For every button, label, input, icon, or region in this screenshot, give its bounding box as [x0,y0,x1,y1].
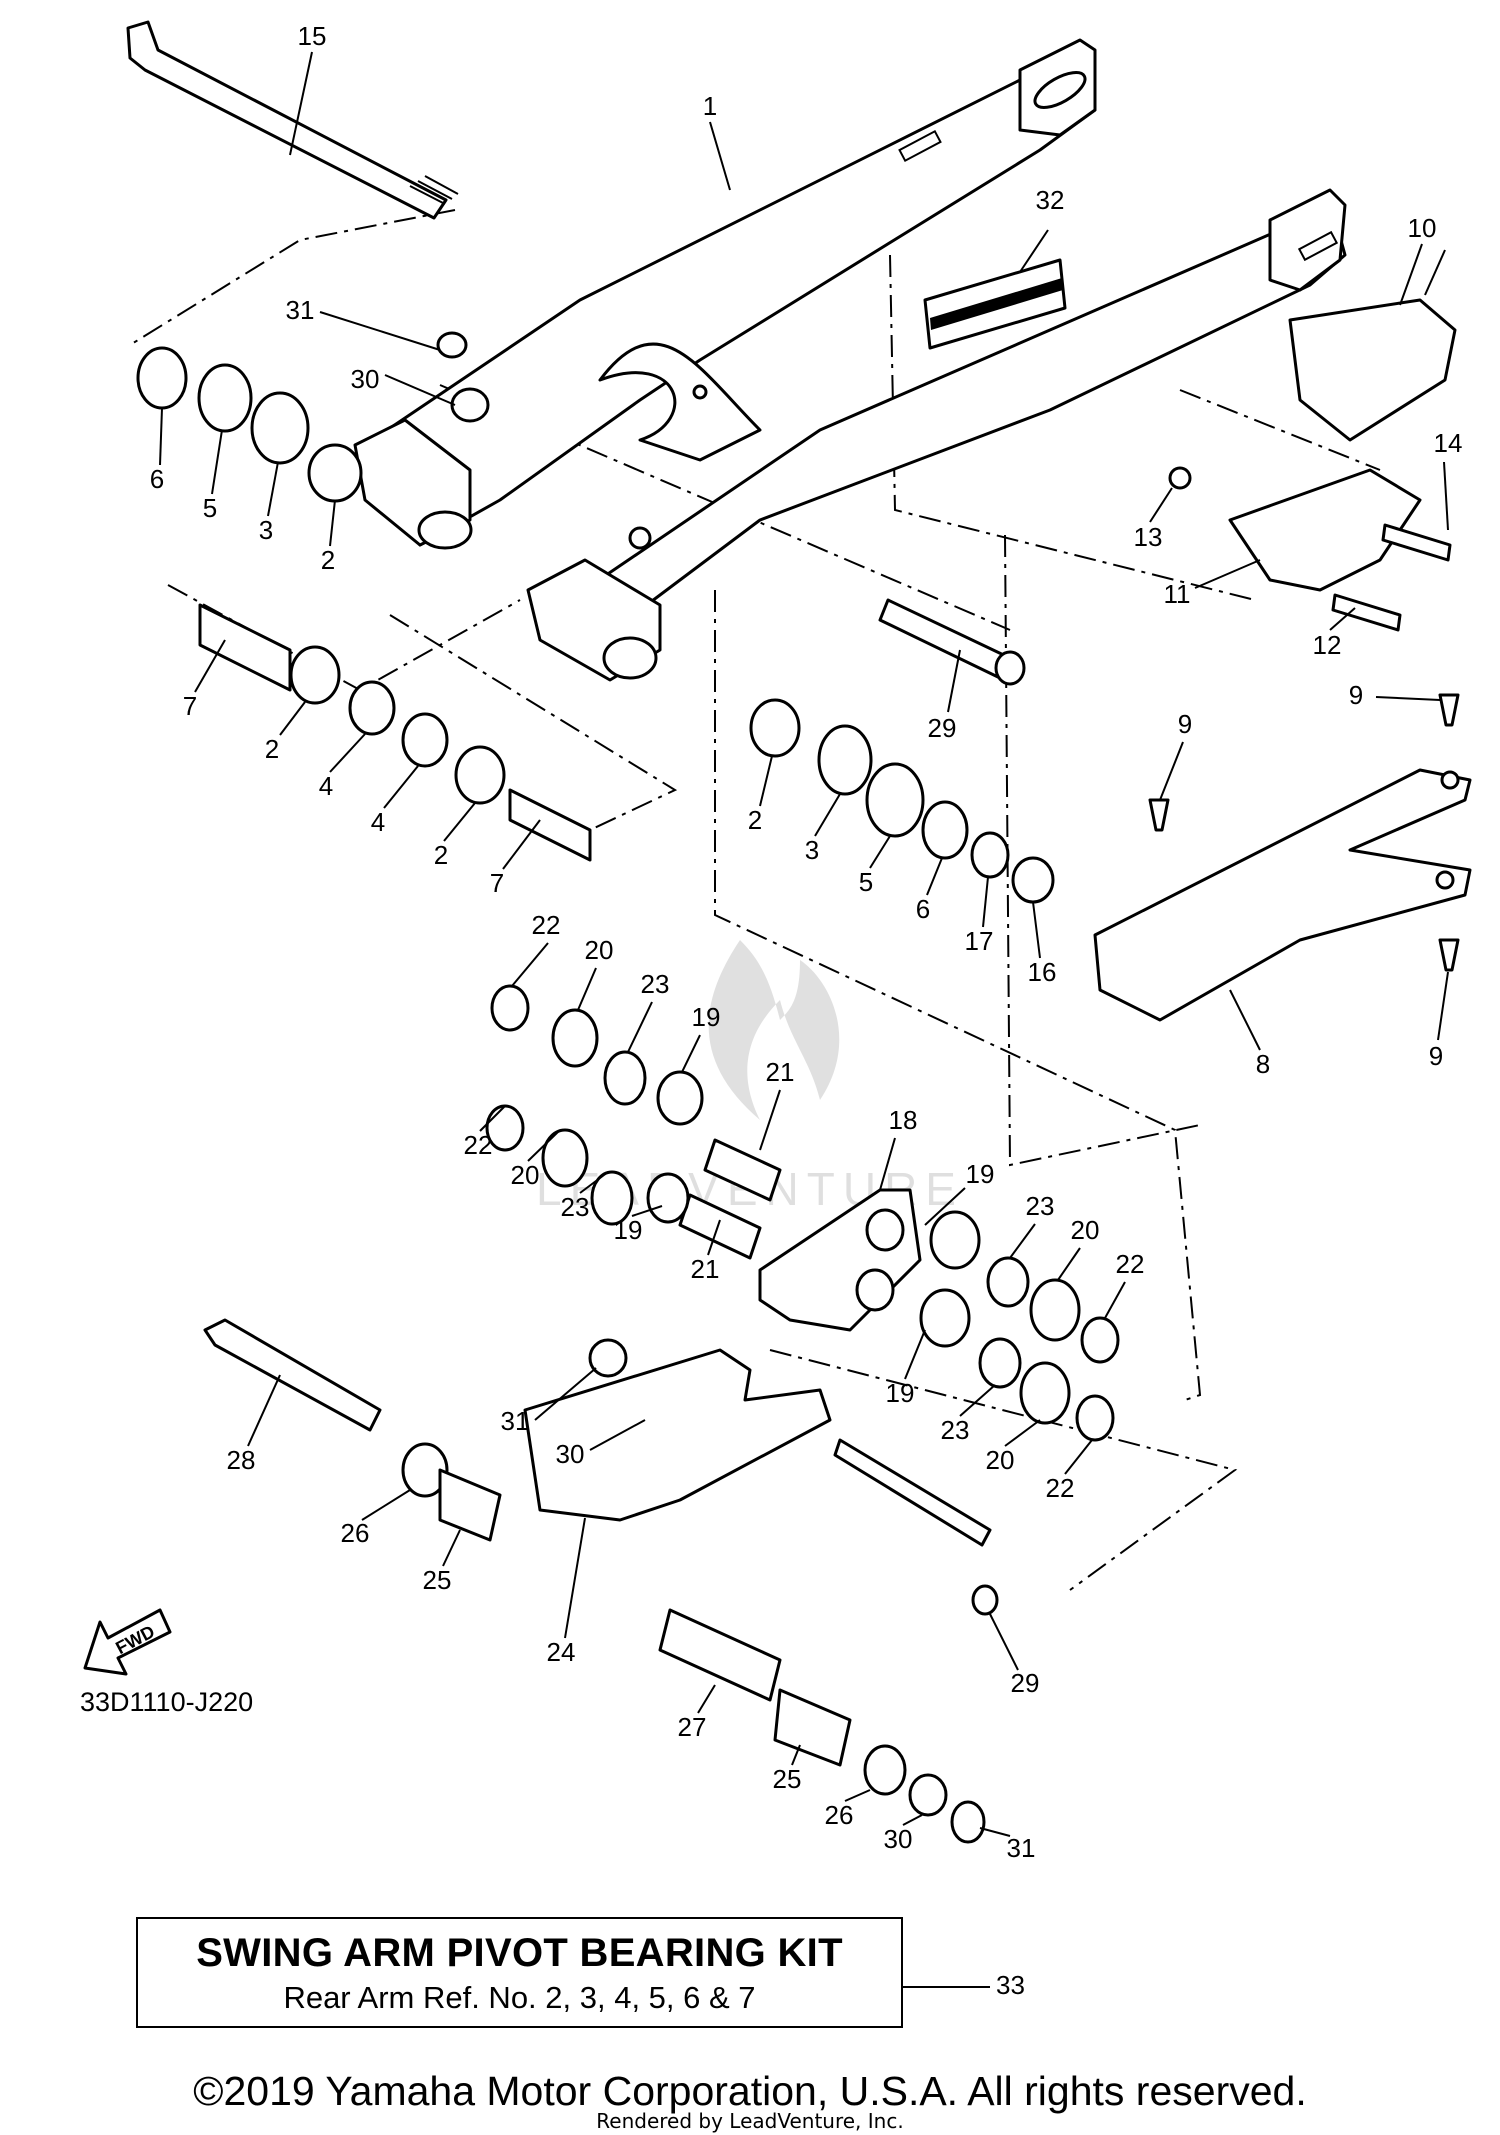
callout-31: 31 [286,295,315,325]
callout-8: 8 [1256,1049,1270,1079]
chain-slider [1093,693,1472,1022]
callout-19: 19 [966,1159,995,1189]
callout-23: 23 [561,1192,590,1222]
callout-31: 31 [501,1406,530,1436]
callout-11: 11 [1164,579,1191,609]
callouts: 15 1 32 10 31 30 6 5 3 2 14 13 11 12 7 2… [150,21,1463,1863]
callout-32: 32 [1036,185,1065,215]
callout-4: 4 [319,771,333,801]
callout-29: 29 [928,713,957,743]
kit-ref-number: 33 [996,1970,1025,2000]
callout-2: 2 [265,734,279,764]
callout-7: 7 [490,868,504,898]
callout-22: 22 [532,910,561,940]
kit-title: SWING ARM PIVOT BEARING KIT [196,1931,843,1975]
callout-26: 26 [341,1518,370,1548]
callout-6: 6 [150,464,164,494]
callout-28: 28 [227,1445,256,1475]
callout-2: 2 [748,805,762,835]
callout-3: 3 [259,515,273,545]
swing-arm [353,38,1347,682]
callout-12: 12 [1313,630,1342,660]
callout-2: 2 [321,545,335,575]
pivot-shaft [126,20,459,220]
callout-4: 4 [371,807,385,837]
callout-25: 25 [773,1764,802,1794]
callout-16: 16 [1028,957,1057,987]
callout-14: 14 [1434,428,1463,458]
bearing-parts-left [136,331,592,862]
callout-31: 31 [1007,1833,1036,1863]
callout-15: 15 [298,21,327,51]
callout-3: 3 [805,835,819,865]
relay-arm-parts [485,984,1120,1442]
callout-19: 19 [692,1002,721,1032]
copyright-notice: ©2019 Yamaha Motor Corporation, U.S.A. A… [193,2068,1307,2114]
callout-19: 19 [614,1215,643,1245]
callout-27: 27 [678,1712,707,1742]
callout-18: 18 [889,1105,918,1135]
fwd-arrow-icon: FWD [83,1608,172,1676]
callout-29: 29 [1011,1668,1040,1698]
chain-guide [1168,249,1457,632]
kit-subtitle: Rear Arm Ref. No. 2, 3, 4, 5, 6 & 7 [283,1980,756,2015]
callout-30: 30 [884,1824,913,1854]
callout-20: 20 [1071,1215,1100,1245]
leader-lines [159,51,1449,1837]
callout-22: 22 [1116,1249,1145,1279]
callout-9: 9 [1349,680,1363,710]
rendered-by-notice: Rendered by LeadVenture, Inc. [596,2109,904,2133]
callout-1: 1 [703,91,717,121]
callout-21: 21 [766,1057,795,1087]
connecting-rod-parts [203,1318,999,1844]
bearing-parts-right [749,598,1055,904]
callout-5: 5 [859,867,873,897]
callout-30: 30 [556,1439,585,1469]
callout-23: 23 [641,969,670,999]
callout-20: 20 [986,1445,1015,1475]
callout-26: 26 [825,1800,854,1830]
callout-21: 21 [691,1254,720,1284]
callout-20: 20 [585,935,614,965]
warning-label [923,229,1067,350]
callout-20: 20 [511,1160,540,1190]
callout-13: 13 [1134,522,1163,552]
callout-9: 9 [1429,1041,1443,1071]
callout-22: 22 [464,1130,493,1160]
callout-17: 17 [965,926,994,956]
kit-info-box: SWING ARM PIVOT BEARING KIT Rear Arm Ref… [136,1917,903,2028]
callout-23: 23 [941,1415,970,1445]
diagram-code: 33D1110-J220 [80,1687,254,1717]
callout-30: 30 [351,364,380,394]
callout-19: 19 [886,1378,915,1408]
callout-6: 6 [916,894,930,924]
callout-2: 2 [434,840,448,870]
callout-23: 23 [1026,1191,1055,1221]
callout-5: 5 [203,493,217,523]
callout-22: 22 [1046,1473,1075,1503]
callout-9: 9 [1178,709,1192,739]
callout-7: 7 [183,691,197,721]
callout-10: 10 [1408,213,1437,243]
callout-25: 25 [423,1565,452,1595]
callout-24: 24 [547,1637,576,1667]
